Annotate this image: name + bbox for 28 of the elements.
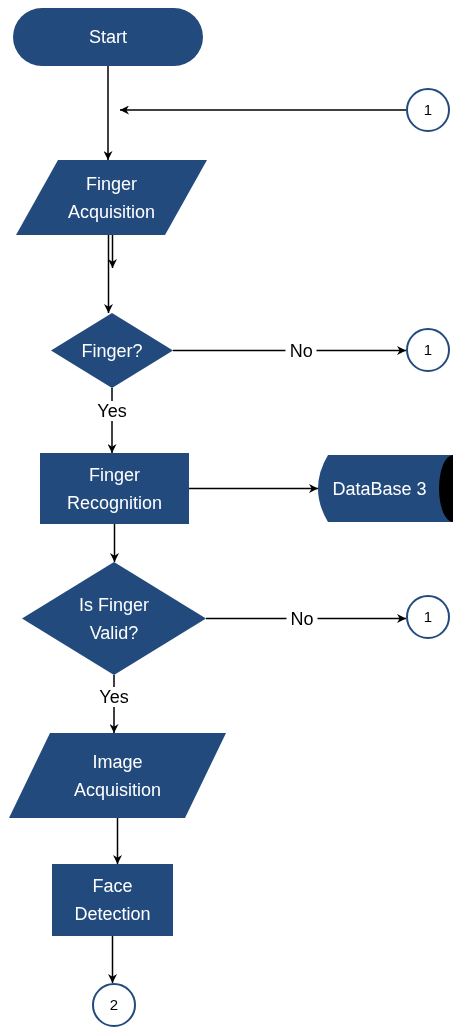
node-label: Finger Acquisition [66,172,156,224]
arrow [108,935,117,984]
arrow [108,234,117,269]
input-parallelogram [9,733,226,818]
node-label: 1 [423,340,433,360]
arrow [188,484,319,493]
node-label: 1 [423,607,433,627]
decision-diamond [51,313,173,388]
node-label: Start [89,26,127,49]
node-label: Image Acquisition [72,750,162,802]
arrow [103,65,113,161]
node-label: 1 [423,100,433,120]
node-label: Finger Recognition [65,463,164,515]
database-shape [318,455,453,522]
node-label: 2 [109,995,119,1015]
input-parallelogram [16,160,207,235]
arrow [110,523,119,563]
node-label: DataBase 3 [332,477,428,501]
arrow [119,105,407,115]
process-box [52,864,173,936]
node-label: Face Detection [73,875,152,926]
decision-diamond [22,562,206,675]
node-label: Is Finger Valid? [78,593,150,645]
process-box [40,453,189,524]
arrow [104,234,113,314]
arrow [113,817,122,865]
terminal-shape [13,8,203,66]
node-label: Finger? [81,339,143,363]
